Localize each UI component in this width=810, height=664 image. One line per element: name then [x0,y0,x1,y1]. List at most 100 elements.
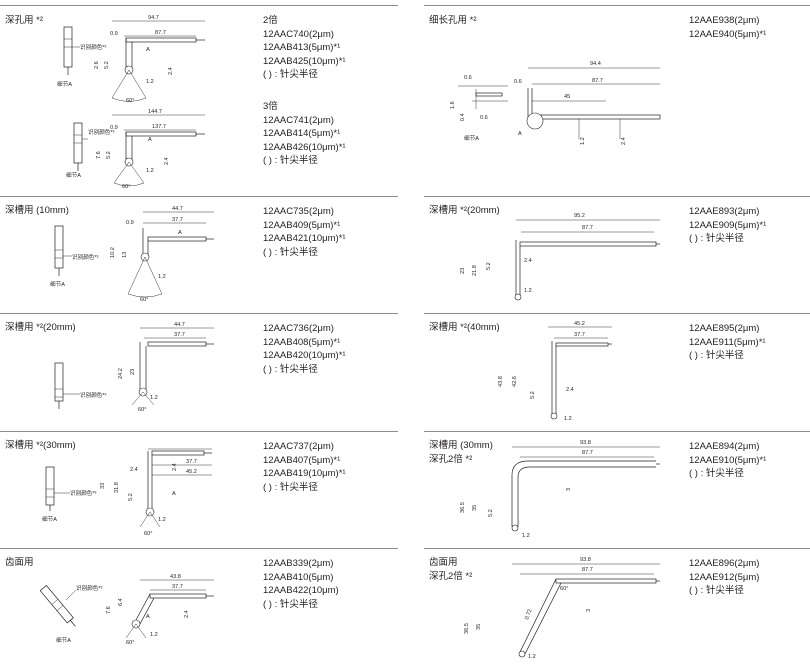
cell-tooth-surface-2x: 齿面用 深孔2倍 *² 12AAE896(2μm) 12AAE912(5μm) … [424,548,810,664]
part-code: 12AAB410(5μm) [263,571,334,583]
angle-label: 60° [144,531,152,537]
dim-length: 44.7 [174,322,185,328]
dim-length-inner: 37.7 [186,459,197,465]
dim-ball-2: 1.2 [146,168,154,174]
dim-height-a: 23 [460,268,466,274]
dim-ball: 1.2 [150,395,158,401]
detail-a-stylus [63,26,73,75]
part-codes-3x: 3倍 12AAC741(2μm) 12AAB414(5μm)*¹ 12AAB42… [263,100,346,168]
dim-dia-a: 1.6 [450,101,456,109]
dim-dia-right: 2.4 [172,463,178,471]
dim-half: 45 [564,94,570,100]
dim-length: 93.8 [580,440,591,446]
dim-height-a: 36.5 [460,502,466,513]
part-code: 12AAE912(5μm) [689,571,760,583]
stylus-drawing-long-thin: 0.6 1.6 0.4 0.6 细节A 94.4 0.6 87.7 45 A 1… [450,61,661,145]
dim-height-a: 6.4 [118,598,124,606]
part-code: 12AAC740(2μm) [263,28,334,40]
detail-a-label: 细节A [50,280,65,288]
dim-length-2: 144.7 [148,109,162,115]
dim-tip-len: 0.6 [464,75,472,81]
dim-shaft: 2.4 [184,610,190,618]
dim-height-a: 43.8 [498,376,504,387]
dim-ball: 1.2 [158,274,166,280]
dim-length-inner: 87.7 [592,78,603,84]
dim-height-c: 5.2 [486,262,492,270]
part-code: 12AAB409(5μm)*¹ [263,219,341,231]
stylus-drawing-deep-hole: 细节A 识别颜色*³ 94.7 0.9 87.7 A 60° 2.6 5.2 1… [57,15,205,190]
part-code: 12AAB420(10μm)*¹ [263,350,346,362]
dim-height-c: 5.2 [488,509,494,517]
stylus-drawing-groove-30-2x: 93.8 87.7 36.5 35 5.2 3 1.2 [460,440,660,539]
dim-offset: 0.9 [110,31,118,37]
dim-ball: 1.2 [524,288,532,294]
section-subtitle: 深孔2倍 *² [429,454,473,465]
point-a-label: A [518,131,522,137]
dim-height-c: 5.2 [530,391,536,399]
group-head: 3倍 [263,101,278,112]
section-title: 齿面用 [429,557,458,568]
part-code: 12AAE893(2μm) [689,206,760,217]
part-code: 12AAB421(10μm)*¹ [263,233,346,245]
angle-label: 60° [126,98,134,104]
dim-height-b: 35 [472,505,478,511]
dim-ball: 1.2 [522,533,530,539]
group-head: 2倍 [263,15,278,26]
dim-height-b: 35 [476,624,482,630]
dim-offset-2: 0.9 [110,125,118,131]
dim-length: 93.8 [580,557,591,563]
dim-height-a: 36.5 [464,623,470,634]
detail-a-label: 细节A [42,515,57,523]
dim-length: 43.8 [170,574,181,580]
section-title: 细长孔用 *² [429,15,477,26]
part-code: 12AAE938(2μm) [689,15,760,26]
dim-length-inner: 37.7 [174,332,185,338]
part-code: 12AAB425(10μm)*¹ [263,55,346,67]
dim-ball: 1.2 [158,517,166,523]
tip-radius-note: ( ) : 针尖半径 [689,468,744,480]
section-subtitle: 深孔2倍 *² [429,571,473,582]
row-divider-1-left [0,196,398,197]
dim-length-inner-2: 137.7 [152,124,166,130]
section-title: 深槽用 (10mm) [5,205,69,216]
dim-shaft: 3 [566,488,572,491]
part-code: 12AAB414(5μm)*¹ [263,128,341,140]
stylus-drawing-groove-10: 识别颜色*³ 细节A 44.7 0.9 37.7 A 10.2 13 60° 1… [50,206,214,303]
part-codes: 12AAC737(2μm) 12AAB407(5μm)*¹ 12AAB419(1… [263,440,346,494]
part-codes: 12AAE938(2μm) 12AAE940(5μm)*¹ [689,14,766,41]
section-title: 深槽用 *²(20mm) [429,205,500,216]
stylus-drawing-tooth: 识别颜色*³ 细节A 43.8 37.7 6.4 7.6 A 2.4 1.2 6… [39,574,214,646]
part-code: 12AAB426(10μm)*¹ [263,141,346,153]
dim-height-b: 42.6 [512,376,518,387]
dim-shaft: 3 [586,609,592,612]
tip-radius-note: ( ) : 针尖半径 [263,155,318,167]
tip-radius-note: ( ) : 针尖半径 [689,585,744,597]
point-a-label: A [146,614,150,620]
dim-height-b: 5.2 [104,61,110,69]
part-code: 12AAC735(2μm) [263,206,334,217]
detail-a-label: 细节A [464,134,479,142]
dim-height-c: 5.2 [128,493,134,501]
tip-radius-note: ( ) : 针尖半径 [263,598,318,610]
tip-radius-note: ( ) : 针尖半径 [263,69,318,81]
color-id-label: 识别颜色*³ [70,489,97,497]
part-code: 12AAE895(2μm) [689,323,760,334]
part-code: 12AAE894(2μm) [689,441,760,452]
angle-label: 60° [138,407,146,413]
part-code: 12AAC737(2μm) [263,441,334,452]
dim-ball: 1.2 [150,632,158,638]
tip-radius-note: ( ) : 针尖半径 [263,246,318,258]
tip-radius-note: ( ) : 针尖半径 [263,363,318,375]
dim-length-inner: 87.7 [582,567,593,573]
section-title: 深槽用 *²(30mm) [5,440,76,451]
row-divider-4-right [424,548,810,549]
part-code: 12AAB419(10μm)*¹ [263,468,346,480]
detail-a-label: 细节A [57,80,72,88]
dim-height-b: 7.6 [106,606,112,614]
dim-height-a: 24.2 [118,368,124,379]
stylus-drawing-groove-20: 识别颜色*³ 44.7 37.7 24.2 23 60° 1.2 [54,322,214,413]
dim-shaft: 2.4 [168,67,174,75]
part-code: 12AAB407(5μm)*¹ [263,454,341,466]
section-title: 深槽用 *²(40mm) [429,322,500,333]
row-divider-1-right [424,196,810,197]
